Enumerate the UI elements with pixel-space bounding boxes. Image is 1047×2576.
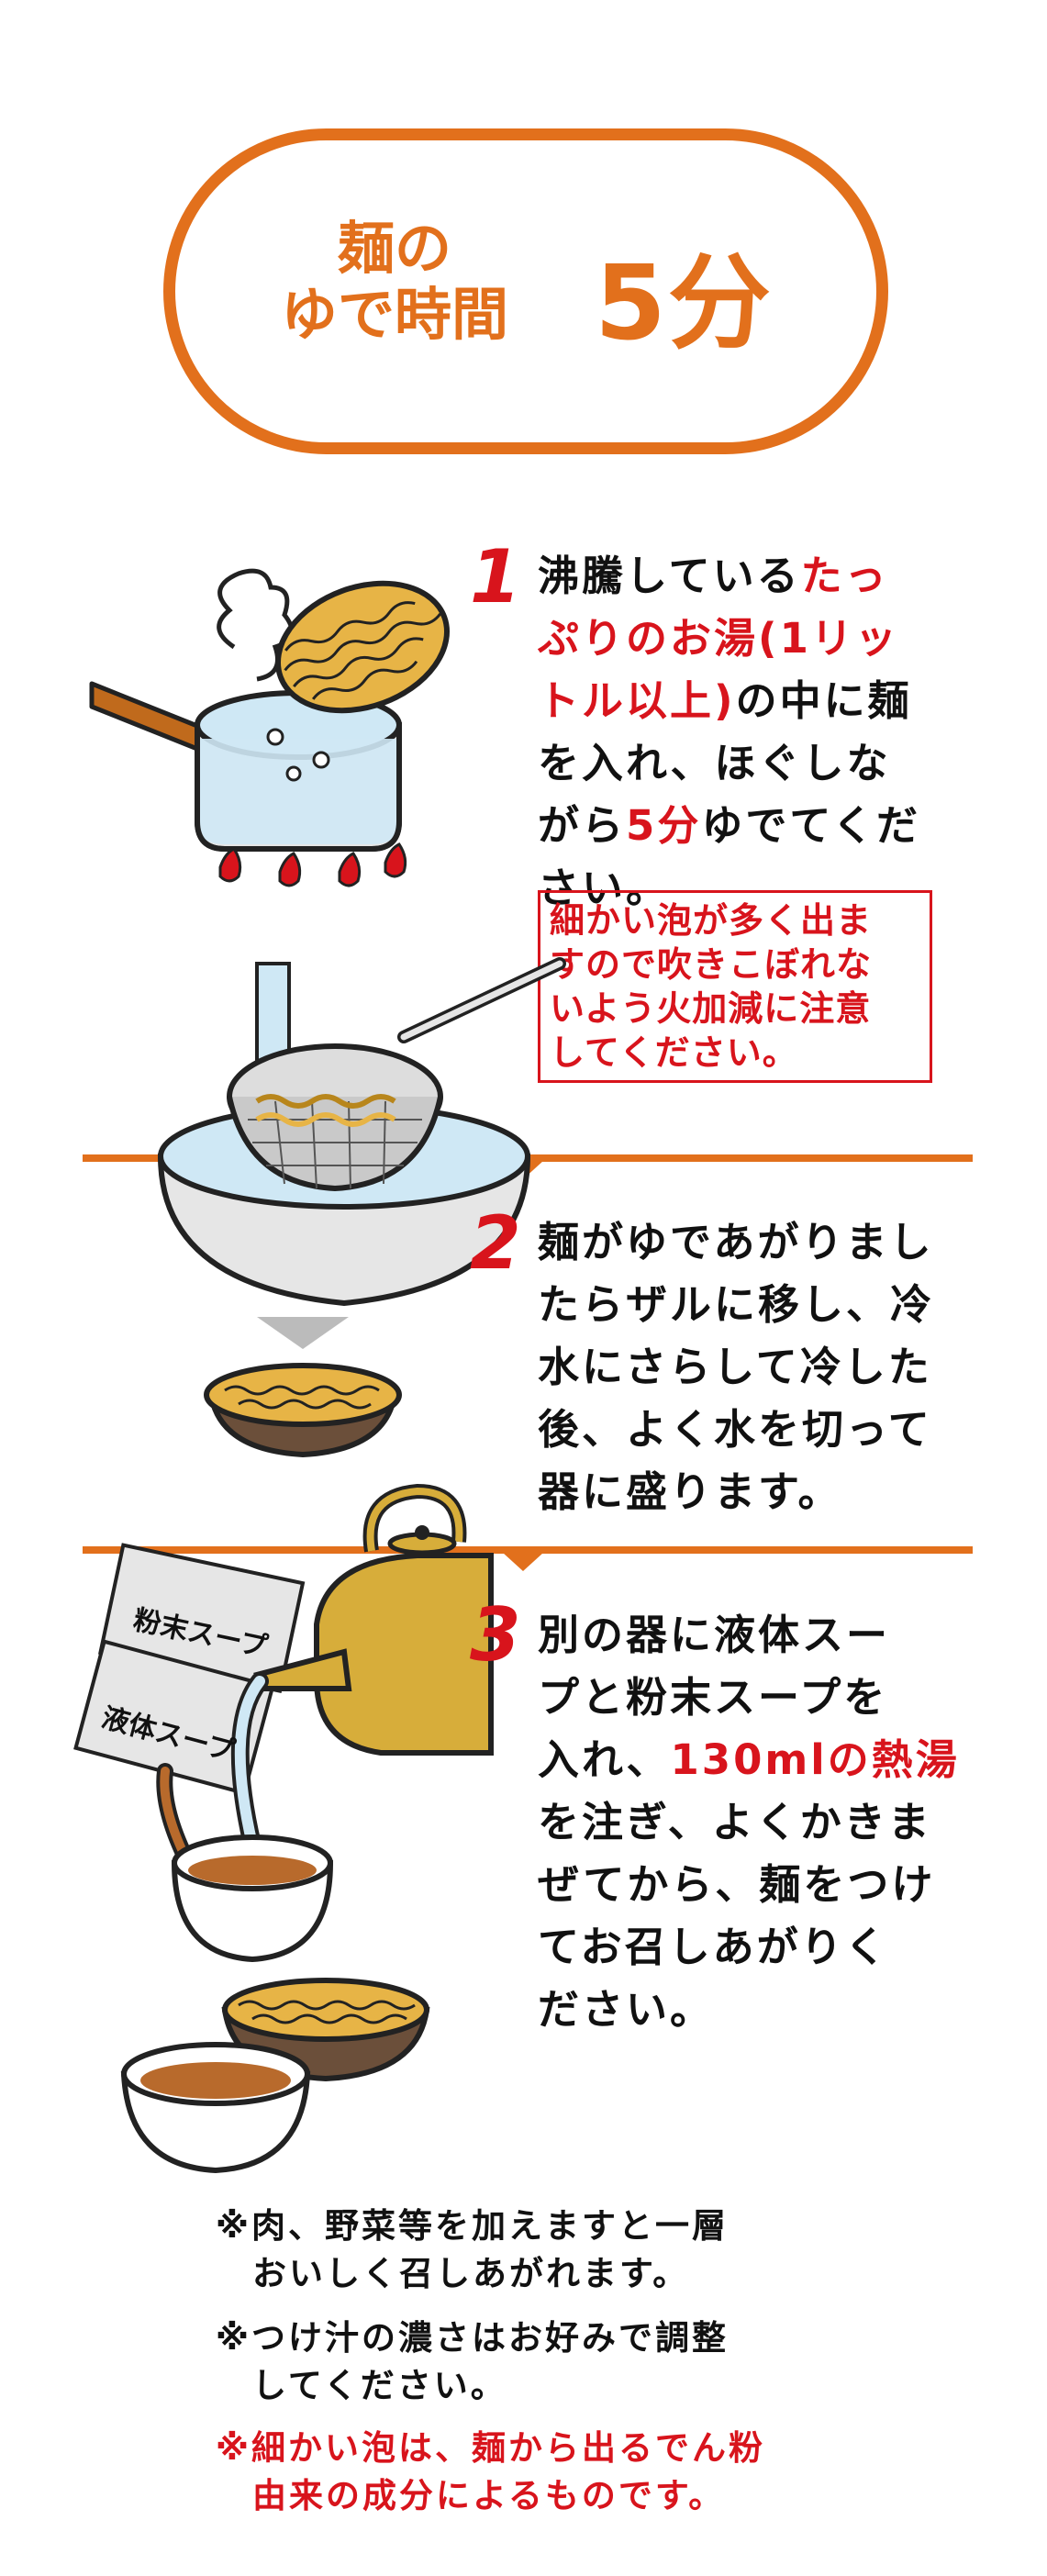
boil-over-warning: 細かい泡が多く出ま すので吹きこぼれな いよう火加減に注意 してください。 [538, 890, 932, 1083]
strainer-bowl-illustration [157, 957, 566, 1458]
step-1-line: ぷりのお湯(1リッ [538, 614, 899, 663]
note-foam-origin: ※細かい泡は、麺から出るでん粉 由来の成分によるものです。 [216, 2425, 765, 2520]
warning-line: すので吹きこぼれな [550, 944, 873, 985]
step-2-line: 水にさらして冷した [538, 1343, 932, 1391]
note-line: 由来の成分によるものです。 [216, 2476, 726, 2515]
note-add-ingredients: ※肉、野菜等を加えますと一層 おいしく召しあがれます。 [216, 2202, 729, 2298]
step-3-line: ぜてから、麺をつけ [538, 1860, 936, 1909]
warning-line: 細かい泡が多く出ま [550, 900, 873, 941]
note-line: ※肉、野菜等を加えますと一層 [216, 2206, 729, 2246]
step-1-number: 1 [470, 534, 521, 619]
step-2-number: 2 [470, 1200, 521, 1286]
step-1-line: がら5分ゆでてくだ [538, 801, 920, 850]
note-line: してください。 [216, 2366, 507, 2405]
pot-on-stove-illustration [89, 568, 450, 887]
step-3-line: 入れ、130mlの熱湯 [538, 1735, 960, 1784]
divider-notch [503, 1553, 543, 1571]
step-3-line: を注ぎ、よくかきま [538, 1798, 932, 1846]
note-adjust-strength: ※つけ汁の濃さはお好みで調整 してください。 [216, 2314, 729, 2410]
step-3-number: 3 [470, 1592, 521, 1678]
note-line: おいしく召しあがれます。 [216, 2254, 690, 2293]
step-3-line: 別の器に液体スー [538, 1611, 891, 1659]
step-3-line: プと粉末スープを [538, 1673, 888, 1722]
step-3-line: ださい。 [538, 1985, 715, 2034]
step-2-line: 器に盛ります。 [538, 1467, 842, 1516]
step-1-line: を入れ、ほぐしな [538, 739, 891, 787]
cooking-time-value: 5分 [595, 244, 773, 363]
step-1-line: トル以上)の中に麺 [538, 676, 912, 725]
step-1-line: さい。 [538, 864, 671, 912]
warning-line: してください。 [550, 1032, 798, 1073]
note-line: ※つけ汁の濃さはお好みで調整 [216, 2318, 729, 2358]
section-divider [83, 1546, 973, 1554]
cooking-time-badge [163, 128, 888, 454]
step-3-text: 別の器に液体スー プと粉末スープを 入れ、130mlの熱湯 を注ぎ、よくかきま … [538, 1604, 978, 2041]
warning-line: いよう火加減に注意 [550, 988, 872, 1029]
step-2-text: 麺がゆであがりまし たらザルに移し、冷 水にさらして冷した 後、よく水を切って … [538, 1211, 978, 1523]
step-2-line: たらザルに移し、冷 [538, 1280, 935, 1329]
cooking-time-label: 麺の ゆで時間 [275, 216, 514, 348]
step-2-line: 後、よく水を切って [538, 1405, 932, 1454]
dipping-noodle-serving-illustration [120, 1978, 430, 2174]
cooking-time-label-line2: ゆで時間 [280, 281, 508, 348]
cooking-time-label-line1: 麺の [337, 215, 451, 282]
step-2-line: 麺がゆであがりまし [538, 1218, 934, 1266]
kettle-pour-illustration [73, 1483, 494, 1963]
step-1-text: 沸騰しているたっ ぷりのお湯(1リッ トル以上)の中に麺 を入れ、ほぐしな がら… [538, 545, 969, 920]
step-3-line: てお召しあがりく [538, 1923, 889, 1971]
note-line: ※細かい泡は、麺から出るでん粉 [216, 2428, 765, 2468]
step-1-line: 沸騰しているたっ [538, 552, 889, 600]
